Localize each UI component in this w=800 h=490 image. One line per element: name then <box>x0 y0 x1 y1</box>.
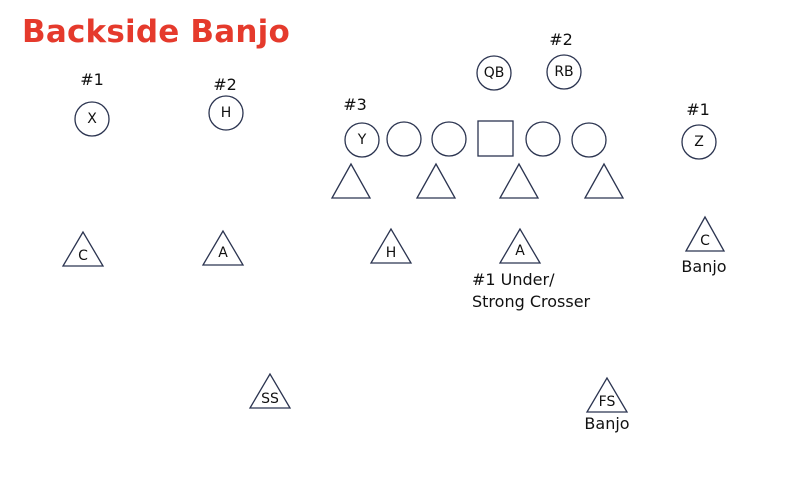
right-apex-triangle <box>498 227 542 264</box>
free-safety-triangle <box>585 376 629 413</box>
right-corner-label: C <box>700 233 710 249</box>
y-tightend-circle <box>344 122 380 158</box>
qb-label: QB <box>484 65 505 81</box>
right-corner-note: Banjo <box>681 257 726 276</box>
offensive-lineman-1 <box>386 121 422 157</box>
h-receiver-label: H <box>221 105 232 121</box>
strong-safety-label: SS <box>261 391 279 407</box>
h-number-label: #2 <box>213 75 237 94</box>
rb-circle <box>546 54 582 90</box>
x-receiver-label: X <box>87 111 97 127</box>
right-apex-label: A <box>515 243 525 259</box>
z-receiver-label: Z <box>694 134 704 150</box>
strong-safety-triangle <box>248 372 292 409</box>
free-safety-label: FS <box>599 394 616 410</box>
hook-defender-label: H <box>386 245 397 261</box>
left-apex-triangle <box>201 229 245 266</box>
h-receiver-circle <box>208 95 244 131</box>
x-number-label: #1 <box>80 70 104 89</box>
offensive-lineman-2 <box>431 121 467 157</box>
hook-defender-triangle <box>369 227 413 264</box>
z-number-label: #1 <box>686 100 710 119</box>
right-apex-note-line1: #1 Under/ <box>472 270 555 289</box>
y-number-label: #3 <box>343 95 367 114</box>
left-corner-label: C <box>78 248 88 264</box>
y-tightend-label: Y <box>357 132 367 148</box>
play-title: Backside Banjo <box>22 14 290 50</box>
defensive-lineman-4 <box>583 162 625 199</box>
defensive-lineman-3 <box>498 162 540 199</box>
defensive-lineman-2 <box>415 162 457 199</box>
defensive-lineman-1 <box>330 162 372 199</box>
center-square <box>477 120 514 157</box>
offensive-lineman-4 <box>525 121 561 157</box>
right-apex-note-line2: Strong Crosser <box>472 292 591 311</box>
z-receiver-circle <box>681 124 717 160</box>
x-receiver-circle <box>74 101 110 137</box>
left-corner-triangle <box>61 230 105 267</box>
left-apex-label: A <box>218 245 228 261</box>
free-safety-note: Banjo <box>584 414 629 433</box>
rb-number-label: #2 <box>549 30 573 49</box>
rb-label: RB <box>554 64 573 80</box>
qb-circle <box>476 55 512 91</box>
offensive-lineman-5 <box>571 122 607 158</box>
right-corner-triangle <box>684 215 726 252</box>
